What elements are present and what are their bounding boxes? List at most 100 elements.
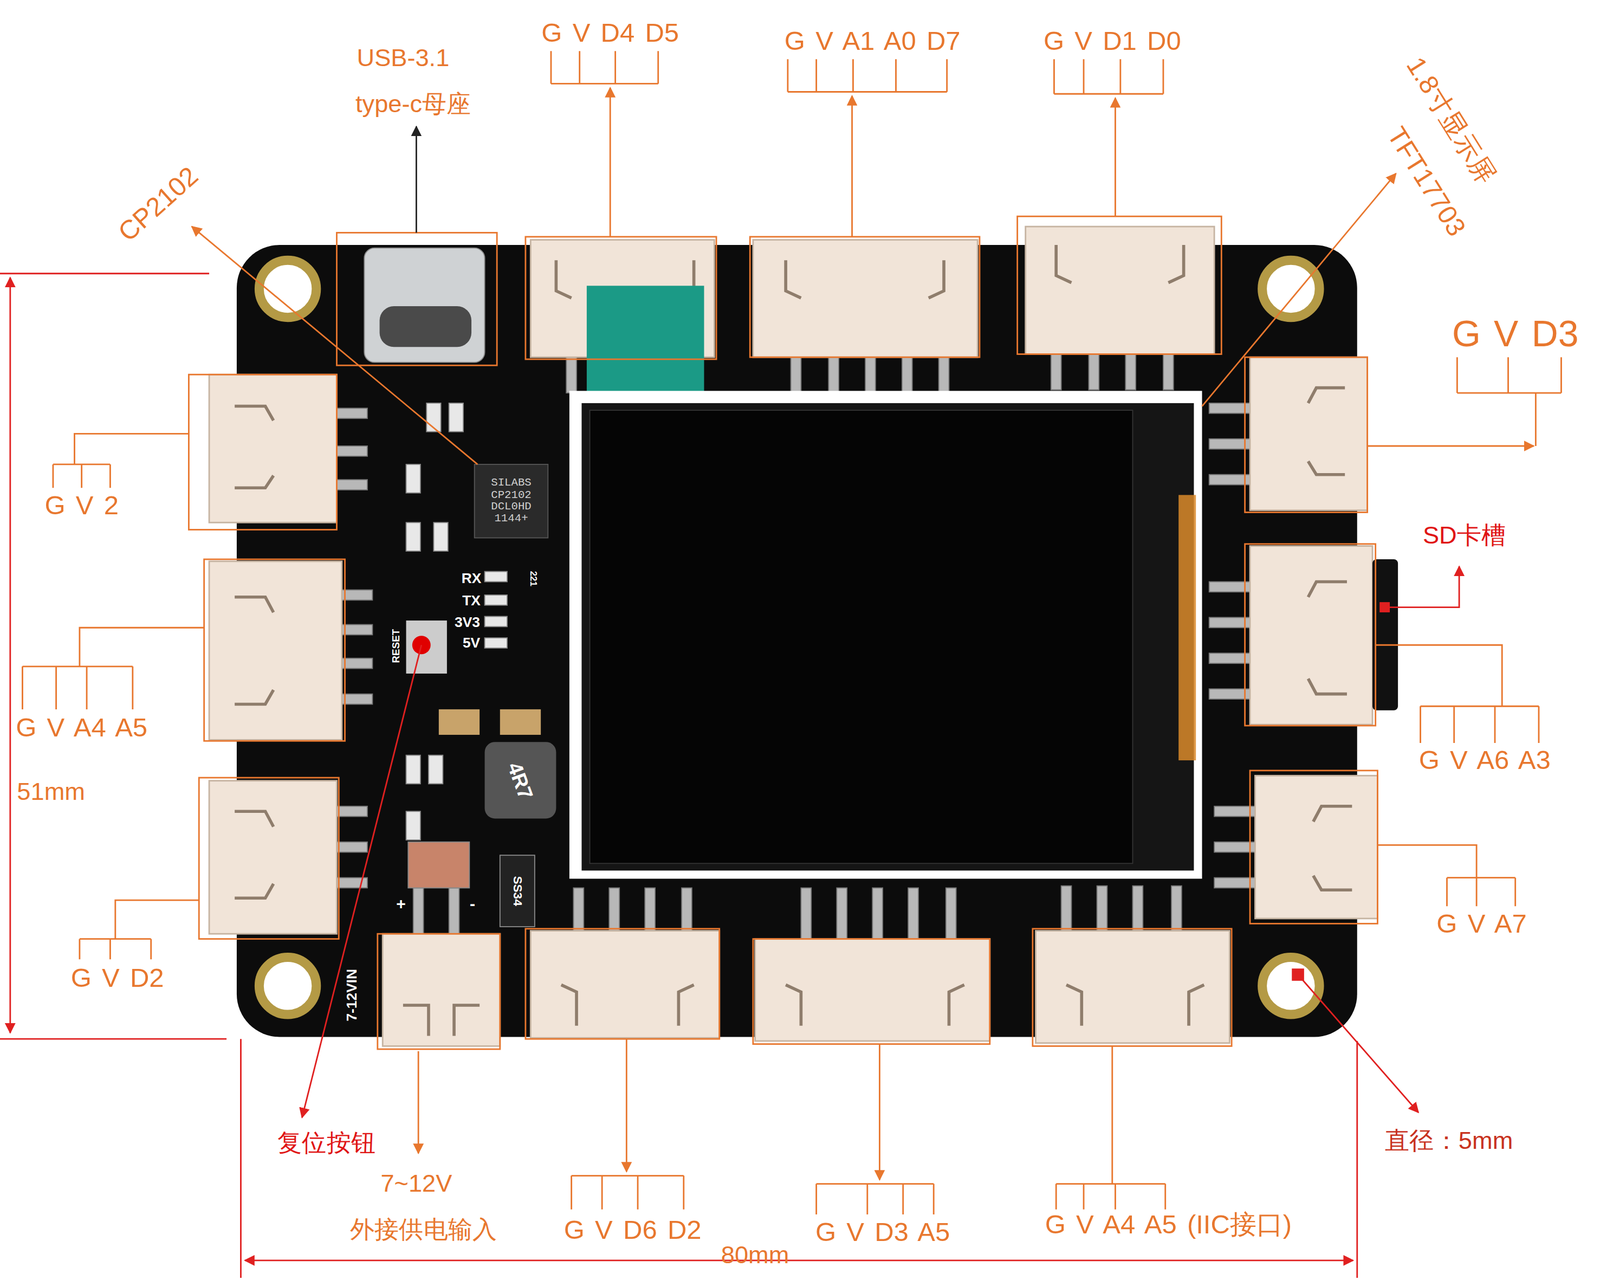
pin xyxy=(644,887,656,931)
dimension-line xyxy=(244,1259,1353,1261)
pin xyxy=(573,887,584,931)
smd-part xyxy=(406,811,421,840)
dimension-lines xyxy=(0,273,1460,1278)
silkscreen-text: 5V xyxy=(462,635,481,651)
leader-line xyxy=(417,1051,420,1153)
leader-line xyxy=(301,644,421,1118)
pin xyxy=(449,887,460,934)
silkscreen-text: 3V3 xyxy=(454,614,481,631)
pin xyxy=(865,357,876,393)
usb-c-opening xyxy=(379,306,472,347)
connector-housing xyxy=(209,374,337,523)
pin xyxy=(1171,885,1182,931)
silkscreen-text: + xyxy=(396,895,406,913)
leader-line xyxy=(625,1038,628,1172)
pin-bracket xyxy=(1053,59,1164,94)
callout-outline xyxy=(188,374,337,530)
leader-line xyxy=(1367,445,1534,448)
pin-label: G V D2 xyxy=(70,962,165,993)
pin xyxy=(1209,438,1250,450)
smd-parts xyxy=(406,403,508,840)
pin xyxy=(1209,581,1250,592)
connector-housing xyxy=(755,938,990,1041)
mounting-holes xyxy=(258,260,1320,1015)
callout-outline xyxy=(525,928,720,1039)
latch xyxy=(403,1005,480,1036)
dimension-label: 直径：5mm xyxy=(1384,1127,1513,1155)
pin xyxy=(336,407,367,419)
silkscreen-text: RX xyxy=(461,570,482,587)
led xyxy=(484,571,508,582)
dimension-label: 51mm xyxy=(16,778,86,806)
reset-button xyxy=(406,620,448,674)
pin-label: G V 2 xyxy=(44,490,119,520)
pin xyxy=(1163,354,1174,391)
callout-outline xyxy=(1032,928,1232,1047)
note: 7~12V xyxy=(380,1170,452,1198)
pin-bracket xyxy=(1375,644,1539,743)
pin xyxy=(1125,354,1136,391)
pin xyxy=(566,357,577,393)
part-name: type-c母座 xyxy=(355,90,471,118)
pin-bracket xyxy=(551,50,659,84)
pcb-board xyxy=(236,244,1358,1037)
pin xyxy=(1214,806,1255,817)
display-flex xyxy=(1178,494,1196,761)
callout-outline xyxy=(1017,216,1222,354)
led xyxy=(484,594,508,606)
pin-bracket xyxy=(816,1183,935,1215)
leader-line xyxy=(1384,566,1460,607)
leader-line xyxy=(1298,974,1419,1113)
capacitor xyxy=(500,709,541,735)
pin xyxy=(1214,841,1255,853)
pin-label: G V D3 A5 xyxy=(815,1216,950,1247)
mounting-hole xyxy=(1262,260,1320,317)
silkscreen-text: RESET xyxy=(390,629,402,664)
pin xyxy=(1132,885,1143,931)
pin-label: G V A4 A5 (IIC接口) xyxy=(1045,1209,1292,1240)
connector-housing xyxy=(753,240,978,358)
extension-line xyxy=(240,1038,1357,1278)
callout-outline xyxy=(753,938,990,1045)
latch xyxy=(234,811,274,898)
capacitor xyxy=(407,841,470,889)
diode xyxy=(500,854,535,927)
part-name: SD卡槽 xyxy=(1422,522,1506,550)
pin xyxy=(1051,354,1062,391)
cp2102-chip xyxy=(474,464,549,539)
pin xyxy=(1088,354,1099,391)
part-name: 复位按钮 xyxy=(277,1129,376,1157)
callout-outline xyxy=(525,236,717,360)
pin xyxy=(791,357,802,393)
pin-bracket xyxy=(22,627,204,710)
pin xyxy=(336,445,367,457)
protective-tape xyxy=(586,285,705,393)
latch xyxy=(1313,806,1353,890)
pin xyxy=(1209,688,1250,699)
reset-marker xyxy=(412,635,431,654)
pin xyxy=(336,806,367,817)
pin xyxy=(1209,652,1250,664)
connector-latches xyxy=(234,244,1352,1036)
dimension-label: 80mm xyxy=(721,1241,790,1269)
pin-label: G V A1 A0 D7 xyxy=(784,26,961,56)
display-frame xyxy=(569,390,1203,879)
pin-bracket xyxy=(1056,1045,1166,1209)
silkscreen-text: 7-12VIN xyxy=(344,968,360,1022)
connector-housing xyxy=(1035,930,1230,1044)
inductor xyxy=(484,741,557,819)
leader-line xyxy=(878,1044,881,1180)
connector-housing xyxy=(209,561,342,741)
pin xyxy=(836,887,847,939)
pin xyxy=(1214,877,1255,889)
pin-label: G V A7 xyxy=(1436,908,1527,938)
pin xyxy=(946,887,957,939)
led xyxy=(484,637,508,649)
smd-part xyxy=(433,522,448,552)
connector-housing xyxy=(382,933,501,1046)
latch xyxy=(1307,581,1347,694)
connector-housing xyxy=(209,780,337,934)
pin-label: G V D3 xyxy=(1452,313,1579,355)
leader-line xyxy=(191,226,478,465)
